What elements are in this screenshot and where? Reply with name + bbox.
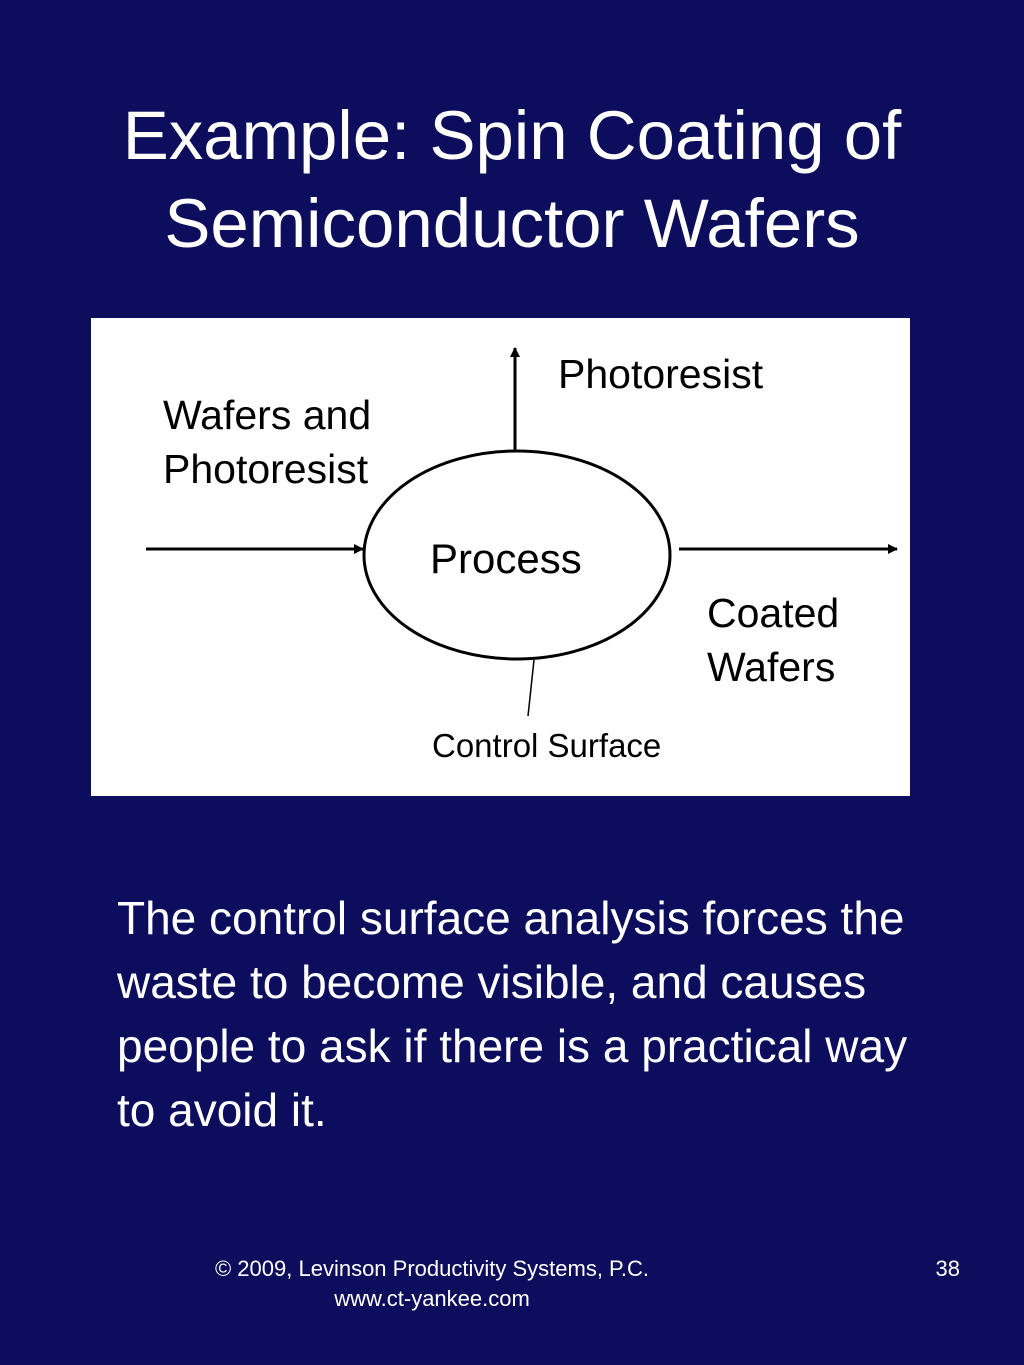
footer-website: www.ct-yankee.com <box>334 1286 530 1311</box>
input-label: Wafers and Photoresist <box>163 388 371 496</box>
product-output-label: Coated Wafers <box>707 586 839 694</box>
product-output-label-line-1: Coated <box>707 590 840 636</box>
footer-copyright-line-1: © 2009, Levinson Productivity Systems, P… <box>214 1256 649 1281</box>
input-label-line-1: Wafers and <box>163 392 372 438</box>
process-diagram: Wafers and Photoresist Photoresist Proce… <box>91 318 910 796</box>
slide-title-line-1: Example: Spin Coating of <box>122 97 902 174</box>
footer-copyright: © 2009, Levinson Productivity Systems, P… <box>140 1254 724 1314</box>
control-surface-pointer <box>527 659 535 717</box>
page-number: 38 <box>935 1256 960 1281</box>
process-diagram-graphic <box>146 347 898 717</box>
product-output-label-line-2: Wafers <box>707 644 836 690</box>
waste-output-label: Photoresist <box>558 351 764 397</box>
control-surface-label: Control Surface <box>432 727 662 764</box>
input-label-line-2: Photoresist <box>163 446 369 492</box>
process-label: Process <box>430 535 582 582</box>
process-ellipse <box>362 449 672 661</box>
body-text: The control surface analysis forces the … <box>117 892 908 1136</box>
slide-title: Example: Spin Coating of Semiconductor W… <box>0 92 1024 268</box>
slide-title-line-2: Semiconductor Wafers <box>164 185 860 262</box>
